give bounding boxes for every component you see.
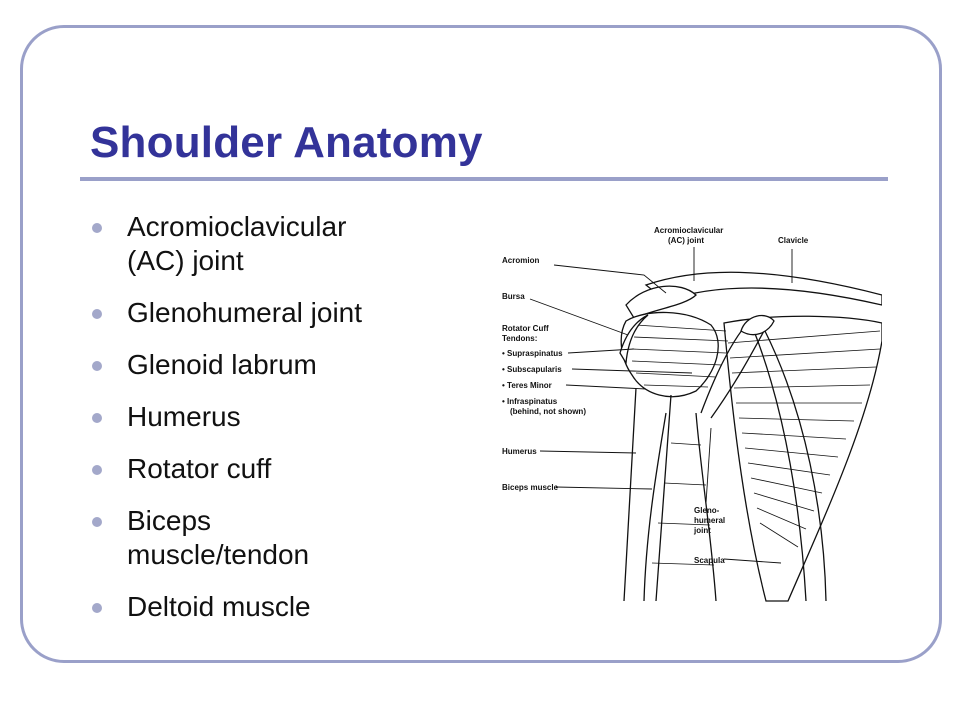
bullet-dot-icon (92, 309, 102, 319)
bullet-dot-icon (92, 517, 102, 527)
label-humeral: humeral (694, 516, 725, 525)
bullet-dot-icon (92, 413, 102, 423)
diagram-labels: Acromioclavicular (AC) joint Clavicle Ac… (502, 226, 809, 565)
bullet-item: Humerus (92, 400, 482, 434)
label-tendons: Tendons: (502, 334, 537, 343)
label-infraspinatus: • Infraspinatus (502, 397, 558, 406)
label-subscapularis: • Subscapularis (502, 365, 562, 374)
label-scapula: Scapula (694, 556, 725, 565)
bullet-item: Deltoid muscle (92, 590, 482, 624)
label-infraspinatus-note: (behind, not shown) (510, 407, 586, 416)
humerus-shaft (623, 387, 672, 602)
bullet-dot-icon (92, 361, 102, 371)
bullet-item: Glenoid labrum (92, 348, 482, 382)
bullet-text: Glenoid labrum (127, 349, 317, 380)
bullet-dot-icon (92, 603, 102, 613)
label-acromion: Acromion (502, 256, 539, 265)
label-supraspinatus: • Supraspinatus (502, 349, 563, 358)
bullet-text-cont: muscle/tendon (127, 539, 310, 570)
clavicle-bone (644, 271, 882, 306)
label-ac-joint-cont: (AC) joint (668, 236, 704, 245)
title-underline (80, 177, 888, 181)
scapula-muscle-fibers (727, 330, 881, 548)
label-humerus: Humerus (502, 447, 537, 456)
label-leader-lines (529, 247, 793, 564)
biceps-fibers (651, 442, 715, 566)
biceps-muscle (643, 412, 717, 602)
bullet-list: Acromioclavicular (AC) joint Glenohumera… (92, 210, 482, 642)
bullet-text: Glenohumeral joint (127, 297, 363, 328)
anatomy-drawing (529, 247, 882, 602)
bullet-item: Rotator cuff (92, 452, 482, 486)
bullet-item: Glenohumeral joint (92, 296, 482, 330)
label-rotator-cuff: Rotator Cuff (502, 324, 549, 333)
bullet-text: Humerus (127, 401, 241, 432)
label-bursa: Bursa (502, 292, 525, 301)
slide-title: Shoulder Anatomy (90, 118, 483, 167)
label-biceps-muscle: Biceps muscle (502, 483, 559, 492)
glenoid-process (740, 314, 775, 336)
bullet-dot-icon (92, 465, 102, 475)
bullet-dot-icon (92, 223, 102, 233)
label-ac-joint: Acromioclavicular (654, 226, 723, 235)
shoulder-diagram: Acromioclavicular (AC) joint Clavicle Ac… (502, 226, 882, 602)
bullet-text-cont: (AC) joint (127, 245, 244, 276)
bullet-item: Acromioclavicular (AC) joint (92, 210, 482, 278)
scapula-band (753, 328, 827, 602)
bullet-text: Deltoid muscle (127, 591, 311, 622)
bullet-text: Biceps (127, 505, 212, 536)
label-clavicle: Clavicle (778, 236, 809, 245)
bullet-text: Acromioclavicular (127, 211, 347, 242)
label-gleno: Gleno- (694, 506, 720, 515)
label-teres-minor: • Teres Minor (502, 381, 552, 390)
label-joint: joint (693, 526, 711, 535)
rotator-cuff-fibers (631, 324, 729, 388)
bullet-item: Biceps muscle/tendon (92, 504, 482, 572)
bursa (619, 314, 649, 366)
bullet-text: Rotator cuff (127, 453, 272, 484)
